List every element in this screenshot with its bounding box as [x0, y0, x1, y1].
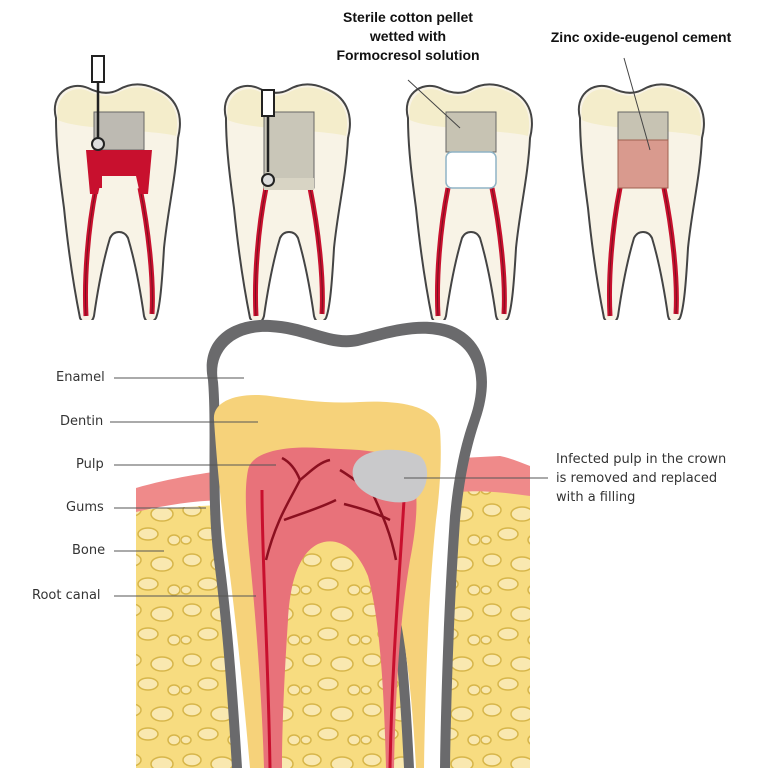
pellet-label: Sterile cotton pellet wetted with Formoc… [318, 8, 498, 65]
leader-lines [110, 377, 548, 597]
tooth-step-4 [579, 84, 704, 320]
pellet-label-line-2: wetted with [369, 28, 447, 44]
tooth-step-2 [225, 84, 350, 320]
pulp-chamber [245, 447, 417, 768]
dentin-label: Dentin [60, 414, 104, 429]
cement-leader-line [623, 57, 651, 151]
enamel-label: Enamel [56, 370, 105, 385]
tooth-step-3 [407, 84, 532, 320]
pulp-label: Pulp [76, 457, 104, 472]
cotton-pellet [445, 151, 497, 189]
dental-drill-icon [91, 55, 105, 151]
tooth-step-1 [55, 55, 180, 320]
procedure-steps [0, 55, 768, 320]
pellet-label-line-3: Formocresol solution [336, 47, 480, 63]
cement-filling [617, 139, 669, 189]
bone-label: Bone [72, 543, 106, 558]
gums-label: Gums [66, 500, 104, 515]
dental-drill-icon [261, 89, 275, 187]
pellet-leader-line [407, 79, 461, 129]
infected-pulp-note: Infected pulp in the crown is removed an… [556, 450, 756, 507]
pellet-label-line-1: Sterile cotton pellet [343, 9, 473, 25]
note-line-1: Infected pulp in the crown [556, 452, 727, 467]
cement-label: Zinc oxide-eugenol cement [550, 29, 732, 45]
note-line-2: is removed and replaced [556, 471, 718, 486]
root-canal-label: Root canal [32, 588, 101, 603]
note-line-3: with a filling [556, 490, 636, 505]
crown-filling [352, 449, 428, 503]
